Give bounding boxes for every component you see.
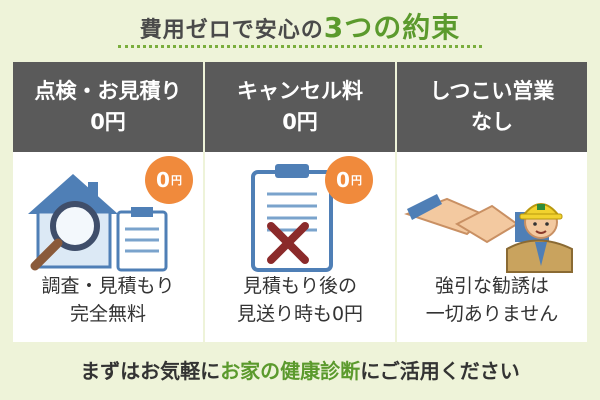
card-text-line1: 見積もり後の (242, 275, 357, 297)
card-header-line2: 0円 (282, 110, 318, 134)
badge-unit: 円 (170, 174, 182, 187)
badge-value: 0 (336, 168, 350, 192)
title-accent: 3つの約束 (323, 11, 461, 44)
page-title: 費用ゼロで安心の3つの約束 (0, 6, 600, 46)
clipboard-cancel-icon (251, 164, 333, 272)
promise-card-no-pushy-sales: しつこい営業 なし 強引な勧誘は 一切ありません (397, 62, 587, 342)
call-to-action: まずはお気軽にお家の健康診断にご活用ください (0, 355, 600, 384)
card-text-line2: 一切ありません (425, 303, 559, 325)
house-magnifier-icon (28, 174, 168, 272)
card-text-line2: 完全無料 (69, 303, 146, 325)
badge-unit: 円 (350, 174, 362, 187)
card-description: 見積もり後の 見送り時も0円 (205, 272, 395, 328)
card-header: しつこい営業 なし (397, 62, 587, 152)
card-header-line1: 点検・お見積り (34, 79, 182, 103)
card-header-line1: キャンセル料 (237, 79, 363, 103)
card-header-line1: しつこい営業 (429, 79, 555, 103)
card-description: 調査・見積もり 完全無料 (13, 272, 203, 328)
badge-value: 0 (156, 168, 170, 192)
card-description: 強引な勧誘は 一切ありません (397, 272, 587, 328)
card-header-line2: 0円 (90, 110, 126, 134)
title-prefix: 費用ゼロで安心の (139, 18, 324, 43)
title-dotted-divider (118, 45, 482, 48)
handshake-worker-icon (404, 194, 573, 273)
card-text-line2: 見送り時も0円 (236, 303, 364, 325)
card-header-line2: なし (471, 110, 513, 134)
footer-suffix: にご活用ください (360, 359, 520, 383)
footer-prefix: まずはお気軽に (80, 359, 221, 383)
card-header: キャンセル料 0円 (205, 62, 395, 152)
card-text-line1: 強引な勧誘は (434, 275, 549, 297)
card-header: 点検・お見積り 0円 (13, 62, 203, 152)
card-text-line1: 調査・見積もり (41, 275, 175, 297)
footer-highlight: お家の健康診断 (220, 359, 361, 383)
